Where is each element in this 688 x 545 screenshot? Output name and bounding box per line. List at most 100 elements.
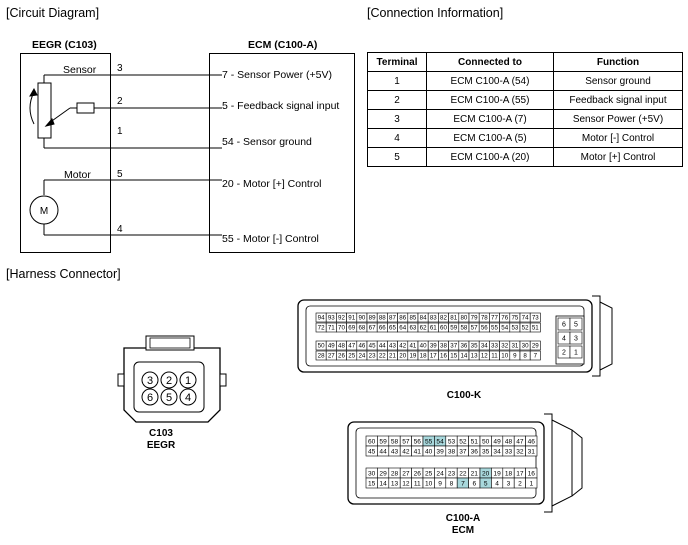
connector-pin-label: 33 [505,448,513,455]
connector-pin-label: 92 [338,315,345,322]
connector-pin-label: 39 [430,343,437,350]
header-terminal: Terminal [367,52,427,72]
eegr-pin-1: 1 [117,126,123,137]
connector-pin-label: 59 [379,438,387,445]
eegr-pin-4: 4 [117,224,123,235]
table-row: 5 ECM C100-A (20) Motor [+] Control [367,147,683,167]
connector-pin-label: 54 [501,325,508,332]
c103-pin-label: 4 [185,392,191,404]
connector-pin-label: 35 [482,448,490,455]
cell-connected-to: ECM C100-A (5) [426,128,554,148]
cell-terminal: 3 [367,109,427,129]
connector-pin-label: 19 [493,470,501,477]
connector-pin-label: 27 [402,470,410,477]
c103-pin [141,371,159,389]
c100k-name: C100-K [447,390,482,401]
connector-pin-label: 73 [532,315,539,322]
header-connected-to: Connected to [426,52,554,72]
connector-pin-label: 63 [409,325,416,332]
connector-pin-label: 15 [450,353,457,360]
connector-pin-label: 32 [501,343,508,350]
c103-pin [160,371,178,389]
connector-pin-label: 72 [318,325,325,332]
c103-pin-label: 1 [185,375,191,387]
cell-connected-to: ECM C100-A (55) [426,90,554,110]
cell-connected-to: ECM C100-A (7) [426,109,554,129]
connector-pin-label: 90 [358,315,365,322]
connector-pin-label: 14 [379,480,387,487]
connector-pin-label: 60 [440,325,447,332]
connector-pin-label: 71 [328,325,335,332]
connector-pin-label: 16 [528,470,536,477]
connector-pin-label: 58 [460,325,467,332]
connector-pin-label: 40 [425,448,433,455]
connector-pin-label: 52 [459,438,467,445]
connector-pin-label: 36 [460,343,467,350]
connector-pin-label: 18 [505,470,513,477]
connector-pin-label: 46 [358,343,365,350]
motor-label: Motor [64,169,91,181]
connector-pin-label: 79 [471,315,478,322]
connector-pin-label: 34 [493,448,501,455]
circuit-diagram-title: [Circuit Diagram] [6,6,100,20]
connector-pin-label: 56 [481,325,488,332]
connector-pin-label: 70 [338,325,345,332]
connector-pin-label: 44 [379,343,386,350]
connector-pin-label: 55 [491,325,498,332]
ecm-signal-motor-minus: 55 - Motor [-] Control [222,233,319,245]
ecm-signal-sensor-power: 7 - Sensor Power (+5V) [222,69,333,81]
table-row: 2 ECM C100-A (55) Feedback signal input [367,90,683,110]
connector-pin-label: 66 [379,325,386,332]
connector-pin-label: 9 [438,480,442,487]
connector-pin-label: 20 [399,353,406,360]
cell-function: Sensor ground [553,71,683,91]
connector-pin-label: 45 [369,343,376,350]
connector-pin-cell [529,350,541,361]
table-row: 1 ECM C100-A (54) Sensor ground [367,71,683,91]
connector-pin-label: 11 [414,480,421,487]
connector-pin-label: 83 [430,315,437,322]
c103-pin-label: 2 [166,375,172,387]
connector-pin-label: 62 [420,325,427,332]
connector-pin-label: 81 [450,315,457,322]
connection-info-title: [Connection Information] [367,6,504,20]
connector-pin-label: 51 [532,325,539,332]
c103-sub: EEGR [147,440,176,451]
connector-pin-label: 17 [516,470,524,477]
connector-pin-label: 16 [440,353,447,360]
connector-pin-label: 40 [420,343,427,350]
connector-pin-label: 2 [562,350,566,357]
connector-pin-label: 17 [430,353,437,360]
connector-pin-label: 20 [482,470,490,477]
connector-pin-label: 15 [368,480,376,487]
ecm-signal-feedback: 5 - Feedback signal input [222,100,340,112]
motor-symbol: M [40,206,48,217]
connector-pin-label: 21 [471,470,479,477]
connector-pin-label: 4 [562,336,566,343]
connector-pin-label: 45 [368,448,376,455]
eegr-pin-2: 2 [117,96,123,107]
connector-pin-label: 28 [318,353,325,360]
connector-pin-label: 29 [379,470,387,477]
connector-pin-label: 43 [389,343,396,350]
connector-pin-label: 59 [450,325,457,332]
connector-pin-label: 57 [402,438,410,445]
connector-pin-label: 76 [501,315,508,322]
c103-pin-label: 6 [147,392,153,404]
connector-pin-label: 26 [414,470,422,477]
cell-connected-to: ECM C100-A (54) [426,71,554,91]
connector-pin-label: 94 [318,315,325,322]
connector-pin-label: 6 [472,480,476,487]
connector-pin-label: 31 [528,448,536,455]
ecm-box [209,53,355,253]
connector-pin-label: 93 [328,315,335,322]
connector-pin-label: 41 [409,343,416,350]
connector-pin-label: 50 [482,438,490,445]
table-row: 3 ECM C100-A (7) Sensor Power (+5V) [367,109,683,129]
connector-pin-label: 23 [369,353,376,360]
cell-terminal: 5 [367,147,427,167]
ecm-signal-motor-plus: 20 - Motor [+] Control [222,178,322,190]
connector-pin-label: 47 [516,438,524,445]
